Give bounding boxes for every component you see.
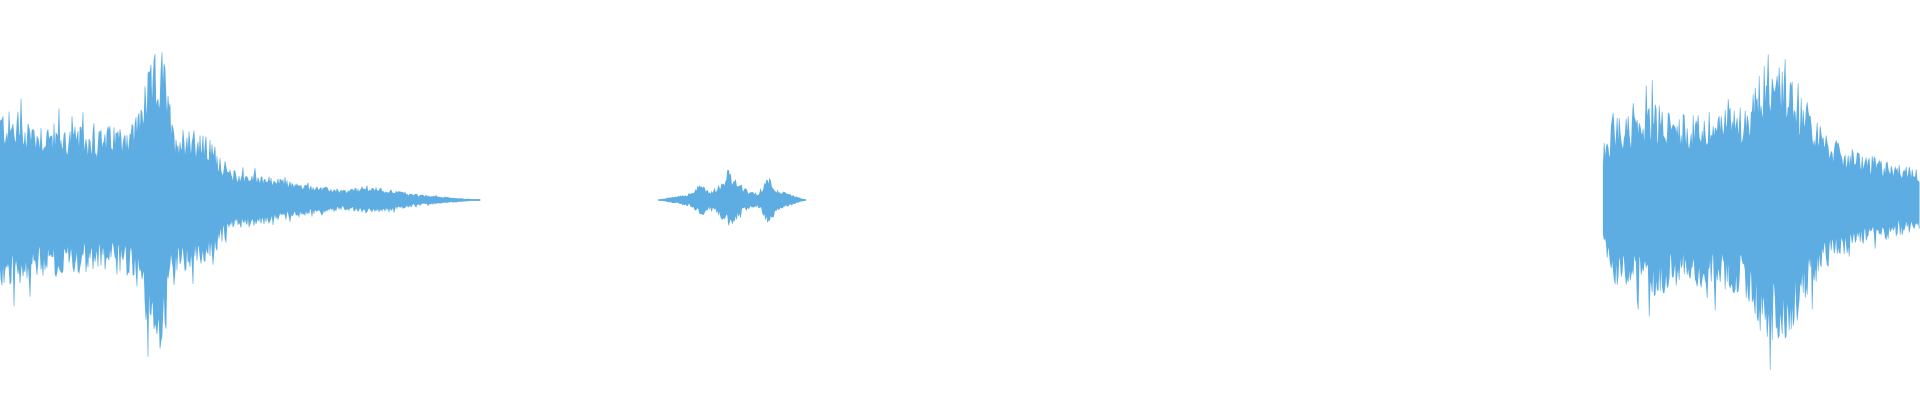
waveform-segment xyxy=(0,52,481,357)
waveform-segment xyxy=(658,170,806,226)
waveform-segment xyxy=(1602,54,1920,371)
